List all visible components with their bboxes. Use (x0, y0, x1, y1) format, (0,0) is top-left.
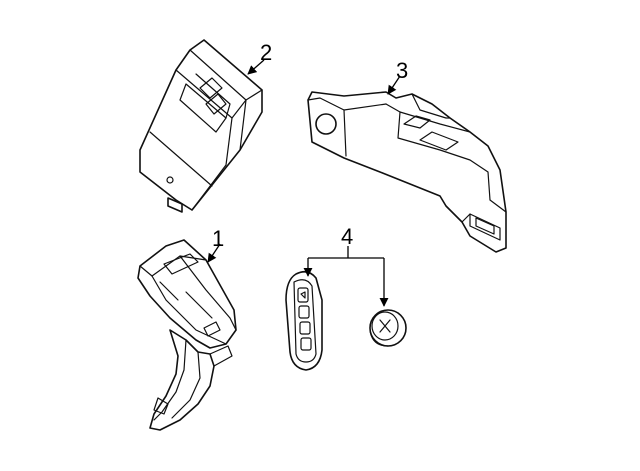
callout-3: 3 (396, 58, 408, 83)
part-3-bracket-sensor[interactable] (307, 91, 507, 253)
coin-battery[interactable] (369, 309, 407, 347)
key-fob[interactable] (285, 270, 323, 371)
callout-2: 2 (260, 40, 272, 65)
part-2-control-module[interactable] (139, 39, 263, 213)
leader-part-2 (247, 59, 265, 75)
part-4-key-fob-battery[interactable] (285, 270, 407, 371)
leader-part-4 (308, 246, 384, 259)
callout-4: 4 (341, 224, 353, 249)
callout-1: 1 (212, 226, 224, 251)
leader-part-1 (207, 243, 221, 263)
leader-part-3 (387, 75, 401, 95)
part-1-receiver-unit[interactable] (137, 239, 237, 431)
